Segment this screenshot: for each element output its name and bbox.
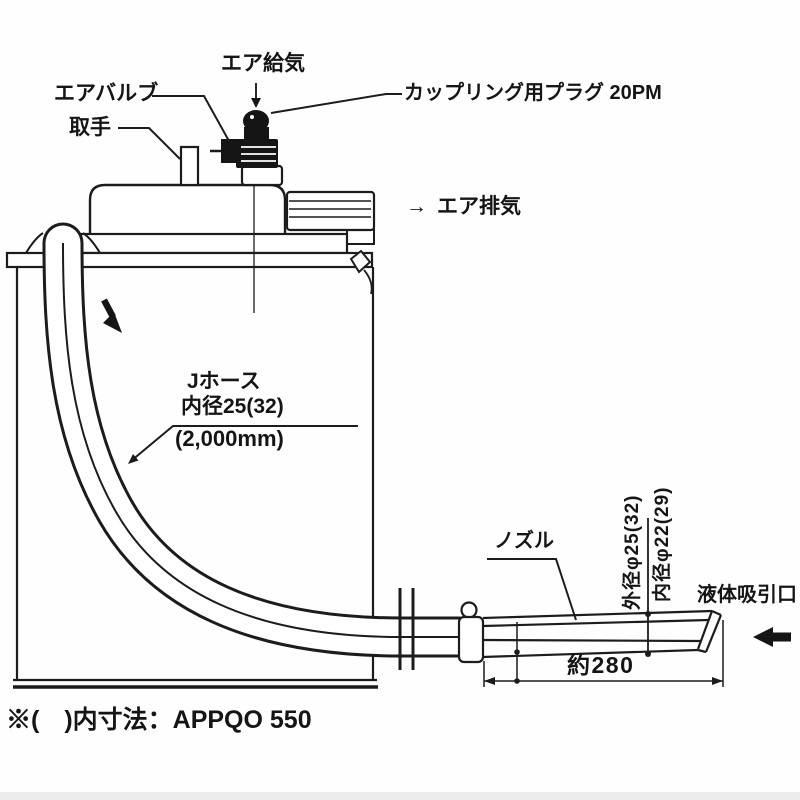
hose-coupling xyxy=(457,601,485,664)
dimension-note: ※( )内寸法：APPQO 550 xyxy=(6,706,312,734)
air-valve-label: エアバルブ xyxy=(54,82,159,105)
handle-label: 取手 xyxy=(69,116,111,139)
hose-bore-label: 内径25(32) xyxy=(181,395,284,418)
air-exhaust-label: エア排気 xyxy=(437,195,521,218)
lid-latch xyxy=(349,249,373,295)
air-exhaust-arrow: → xyxy=(406,195,427,218)
handle-shape xyxy=(179,145,200,187)
flow-arrow-icon xyxy=(101,298,122,333)
bottom-edge-shadow xyxy=(0,792,800,800)
coupling-plug-shape xyxy=(236,110,284,187)
tank-body xyxy=(13,267,378,689)
length-dimension-line xyxy=(483,620,724,687)
suction-port-label: 液体吸引口 xyxy=(697,584,797,606)
inner-diameter-label: 内径φ22(29) xyxy=(652,486,673,602)
hose-clamps xyxy=(398,588,415,670)
hose-leader-arrowhead xyxy=(128,454,139,464)
suction-arrow-icon xyxy=(753,627,791,647)
tank-rim xyxy=(5,251,374,269)
outer-diameter-label: 外径φ25(32) xyxy=(622,494,643,610)
lid-skirt xyxy=(74,232,349,255)
nozzle-length-label: 約280 xyxy=(567,652,635,678)
air-supply-arrow-icon xyxy=(251,83,261,108)
lid-dome xyxy=(88,183,287,234)
suction-hose xyxy=(25,222,480,658)
hose-length-label: (2,000mm) xyxy=(175,426,284,451)
exhaust-muffler xyxy=(285,190,376,245)
nozzle-shape xyxy=(482,609,723,659)
air-valve-shape xyxy=(210,139,241,163)
coupling-plug-label: カップリング用プラグ 20PM xyxy=(404,82,662,104)
diameter-dimension-line xyxy=(645,518,651,657)
leader-lines xyxy=(118,93,577,621)
air-supply-label: エア給気 xyxy=(221,52,305,75)
hose-name-label: Jホース xyxy=(187,370,261,393)
nozzle-label: ノズル xyxy=(494,530,554,552)
